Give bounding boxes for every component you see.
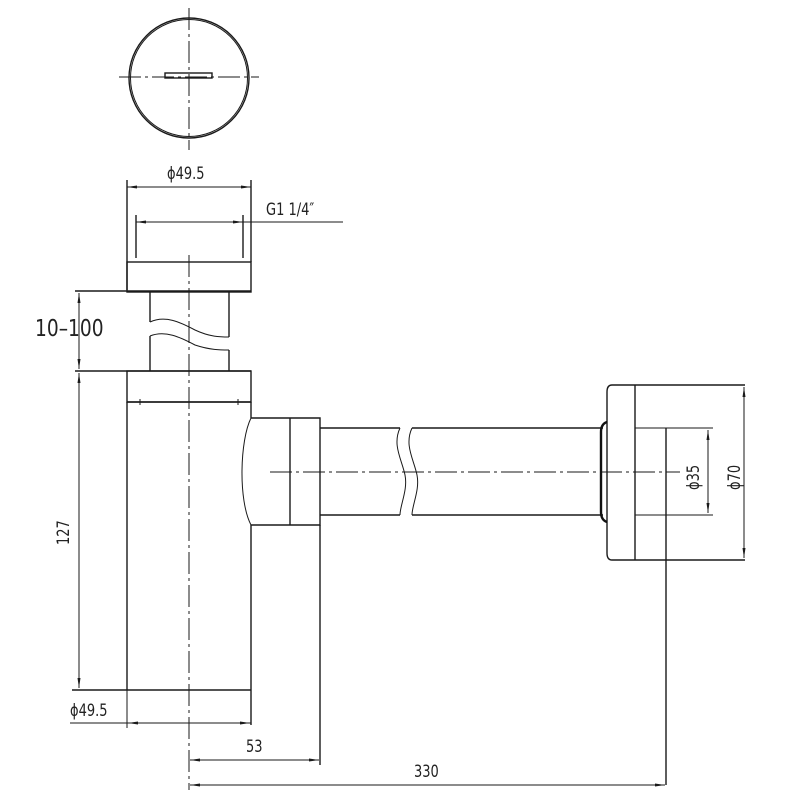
front-view — [70, 180, 746, 790]
dim-outlet-offset: 53 — [246, 737, 263, 757]
dim-thread: G1 1/4″ — [266, 200, 315, 220]
top-view — [119, 8, 259, 150]
dim-outlet-diameter: ϕ35 — [684, 464, 704, 490]
dim-flange-diameter: ϕ70 — [725, 464, 745, 490]
dim-height-adjust: 10–100 — [35, 316, 104, 342]
dim-bottom-diameter: ϕ49.5 — [70, 701, 108, 721]
dim-total-length: 330 — [414, 762, 439, 782]
dim-body-height: 127 — [54, 520, 74, 545]
dim-top-diameter: ϕ49.5 — [167, 164, 205, 184]
